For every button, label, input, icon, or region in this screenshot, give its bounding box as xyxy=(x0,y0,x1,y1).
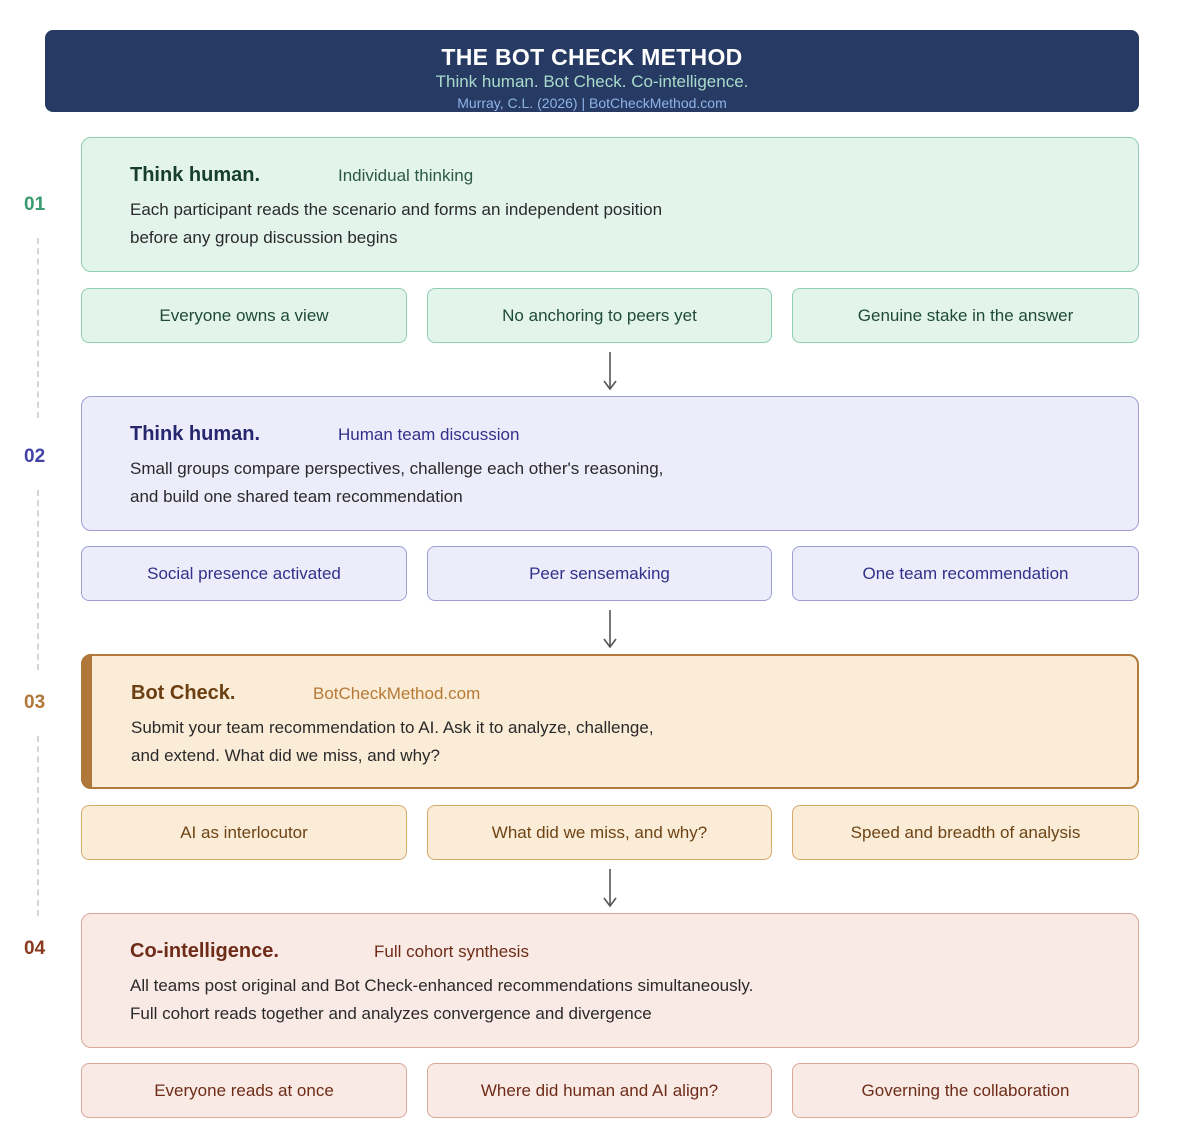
citation: Murray, C.L. (2026) | BotCheckMethod.com xyxy=(457,95,727,111)
step-description-line: Each participant reads the scenario and … xyxy=(130,200,663,219)
down-arrow-icon xyxy=(603,352,617,391)
step-description: Submit your team recommendation to AI. A… xyxy=(131,714,654,770)
step-number-01: 01 xyxy=(24,194,46,215)
outcome-pill: One team recommendation xyxy=(792,546,1139,601)
step-title: Bot Check. xyxy=(131,682,236,704)
step-description-line: All teams post original and Bot Check-en… xyxy=(130,976,754,995)
step-subtitle: Full cohort synthesis xyxy=(374,942,529,961)
step-title: Co-intelligence. xyxy=(130,940,279,962)
step-description-line: and extend. What did we miss, and why? xyxy=(131,746,440,765)
down-arrow-icon xyxy=(603,610,617,649)
down-arrow-icon xyxy=(603,869,617,908)
outcome-pill: Governing the collaboration xyxy=(792,1063,1139,1118)
step-description: Each participant reads the scenario and … xyxy=(130,196,662,252)
timeline-connector xyxy=(37,490,39,670)
step-card-think-human-team: Think human. Human team discussion Small… xyxy=(81,396,1139,531)
outcome-pill: Everyone reads at once xyxy=(81,1063,407,1118)
page-subtitle: Think human. Bot Check. Co-intelligence. xyxy=(435,72,749,91)
outcome-pill: What did we miss, and why? xyxy=(427,805,772,860)
step-number-02: 02 xyxy=(24,446,46,467)
outcome-pill: Genuine stake in the answer xyxy=(792,288,1139,343)
step-description: Small groups compare perspectives, chall… xyxy=(130,455,663,511)
outcome-pill: Speed and breadth of analysis xyxy=(792,805,1139,860)
outcome-pill: AI as interlocutor xyxy=(81,805,407,860)
step-title: Think human. xyxy=(130,423,260,445)
step-subtitle: Human team discussion xyxy=(338,425,520,444)
step-title: Think human. xyxy=(130,164,260,186)
step-description-line: Full cohort reads together and analyzes … xyxy=(130,1004,652,1023)
page-title: THE BOT CHECK METHOD xyxy=(441,44,743,70)
header-banner: THE BOT CHECK METHOD Think human. Bot Ch… xyxy=(45,30,1139,112)
step-subtitle: BotCheckMethod.com xyxy=(313,684,481,703)
step-description: All teams post original and Bot Check-en… xyxy=(130,972,753,1028)
step-number-03: 03 xyxy=(24,692,46,713)
step-number-04: 04 xyxy=(24,938,46,959)
timeline-connector xyxy=(37,238,39,418)
step-description-line: Submit your team recommendation to AI. A… xyxy=(131,718,654,737)
outcome-pill: Peer sensemaking xyxy=(427,546,772,601)
step-card-co-intelligence: Co-intelligence. Full cohort synthesis A… xyxy=(81,913,1139,1048)
accent-bar xyxy=(81,654,92,789)
outcome-pill: Social presence activated xyxy=(81,546,407,601)
step-description-line: and build one shared team recommendation xyxy=(130,487,463,506)
outcome-pill: No anchoring to peers yet xyxy=(427,288,772,343)
outcome-pill: Everyone owns a view xyxy=(81,288,407,343)
outcome-pill: Where did human and AI align? xyxy=(427,1063,772,1118)
step-description-line: Small groups compare perspectives, chall… xyxy=(130,459,664,478)
step-card-bot-check: Bot Check. BotCheckMethod.com Submit you… xyxy=(81,654,1139,789)
step-card-think-human-individual: Think human. Individual thinking Each pa… xyxy=(81,137,1139,272)
step-subtitle: Individual thinking xyxy=(338,166,474,185)
timeline-connector xyxy=(37,736,39,916)
step-description-line: before any group discussion begins xyxy=(130,228,398,247)
